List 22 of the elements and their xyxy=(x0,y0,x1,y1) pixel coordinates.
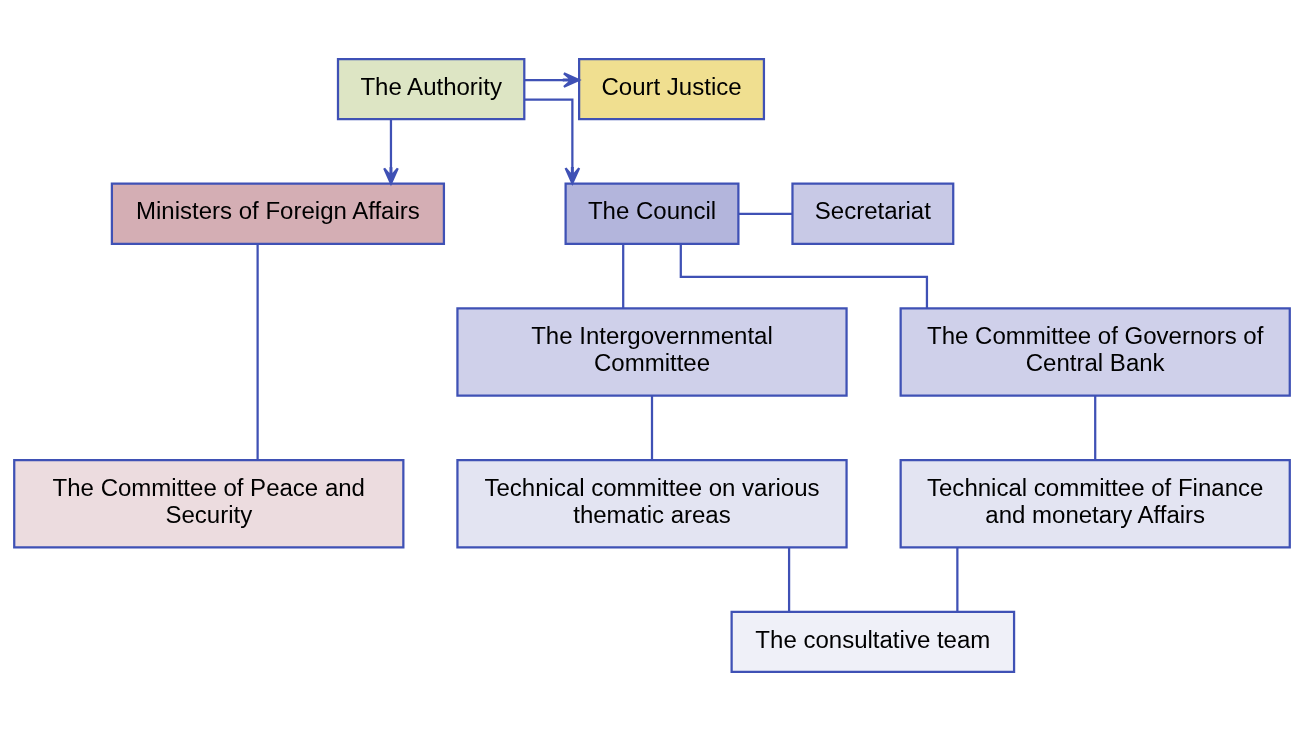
node-box: Secretariat xyxy=(791,182,955,245)
connector xyxy=(1094,395,1097,460)
node-box: Ministers of Foreign Affairs xyxy=(110,182,446,245)
connector xyxy=(256,244,259,461)
node-box: The Intergovernmental Committee xyxy=(456,307,848,397)
arrow xyxy=(524,98,581,185)
node-box: Technical committee of Finance and monetary Affairs xyxy=(899,459,1291,549)
connector xyxy=(622,244,625,309)
node-box: The Council xyxy=(564,182,740,245)
connector xyxy=(679,243,929,309)
node-box: The consultative team xyxy=(730,610,1016,674)
node-box: The Authority xyxy=(336,57,526,121)
arrow xyxy=(383,119,399,185)
connector xyxy=(738,212,793,215)
node-box: The Committee of Governors of Central Bank xyxy=(899,307,1291,397)
node-box: The Committee of Peace and Security xyxy=(13,459,405,549)
node-box: Court Justice xyxy=(578,57,766,121)
arrow xyxy=(524,72,581,88)
connector xyxy=(650,395,654,460)
connector xyxy=(787,547,791,612)
node-box: Technical committee on various thematic areas xyxy=(456,459,848,549)
connector xyxy=(956,547,959,612)
